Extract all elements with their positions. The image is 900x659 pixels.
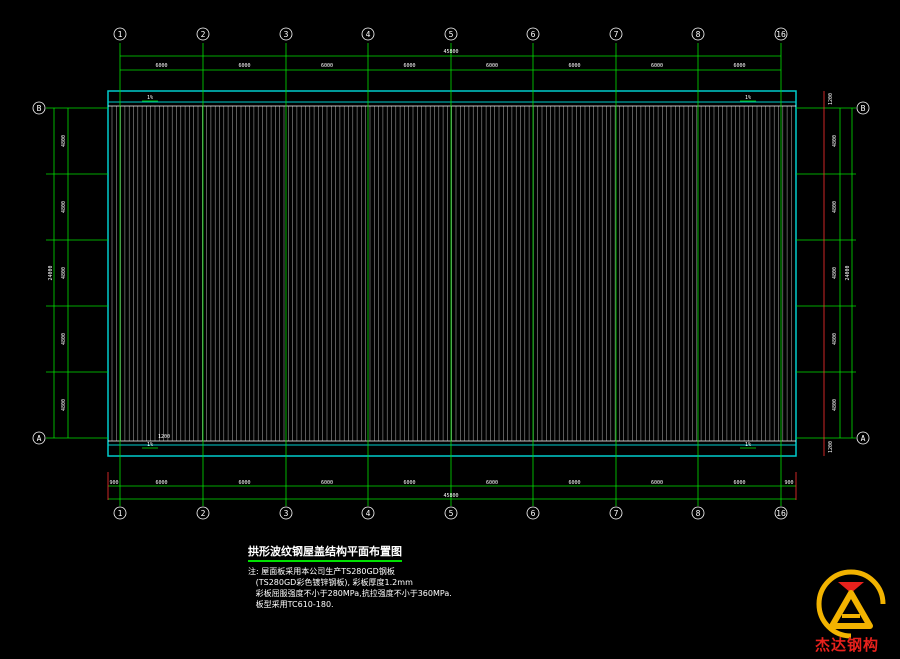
grid-bubble-bottom-circle — [113, 506, 127, 520]
row-bubble-right-bottom-label: A — [861, 434, 866, 443]
grid-bubble-top-circle — [444, 27, 458, 41]
top-dim-text: 6000 — [155, 63, 167, 69]
grid-bubble-bottom-circle — [444, 506, 458, 520]
grid-bubble-top-label: 5 — [449, 30, 454, 39]
row-bubble-right-bottom-circle — [856, 431, 870, 445]
side-edge-top-text: 1200 — [828, 93, 834, 105]
row-bubble-right-top-circle — [856, 101, 870, 115]
grid-bubble-top-circle — [361, 27, 375, 41]
top-dim-text: 6000 — [486, 63, 498, 69]
top-dim-text: 6000 — [651, 63, 663, 69]
grid-bubble-bottom-circle — [196, 506, 210, 520]
row-bubble-right-top-label: B — [861, 104, 866, 113]
grid-bubble-bottom-label: 1 — [118, 509, 123, 518]
right-dim-text: 4800 — [832, 399, 838, 411]
left-dim-text: 4800 — [61, 201, 67, 213]
grid-bubble-top-label: 4 — [366, 30, 371, 39]
bottom-dim-text: 6000 — [238, 480, 250, 486]
grid-bubble-top-label: 6 — [531, 30, 536, 39]
grid-lines — [46, 43, 856, 506]
grid-bubble-top-label: 7 — [614, 30, 619, 39]
company-logo-text: 杰达钢构 — [815, 636, 880, 654]
slope-mark-text: 1% — [745, 442, 751, 448]
left-dim-text: 4800 — [61, 333, 67, 345]
grid-bubble-bottom-label: 5 — [449, 509, 454, 518]
dimension-lines: 6000 6000 6000 6000 6000 6000 6000 6000 45800 600… — [48, 49, 853, 500]
grid-bubble-bottom-circle — [609, 506, 623, 520]
left-total-text: 24000 — [48, 265, 54, 280]
grid-bubble-top-label: 1 — [118, 30, 123, 39]
grid-bubble-top-circle — [196, 27, 210, 41]
top-dim-text: 6000 — [733, 63, 745, 69]
bottom-dim-text: 6000 — [486, 480, 498, 486]
bottom-dim-text: 6000 — [651, 480, 663, 486]
row-bubble-left-bottom-label: A — [37, 434, 42, 443]
note-line-4: 板型采用TC610-180. — [248, 600, 334, 609]
grid-bubble-bottom-label: 6 — [531, 509, 536, 518]
grid-bubble-top-label: 8 — [696, 30, 701, 39]
top-dim-text: 6000 — [568, 63, 580, 69]
bottom-dim-text: 6000 — [321, 480, 333, 486]
bottom-dim-text: 6000 — [155, 480, 167, 486]
row-bubble-left-bottom-circle — [32, 431, 46, 445]
bottom-dim-text: 6000 — [403, 480, 415, 486]
bottom-edge-left-text: 900 — [109, 480, 118, 486]
slope-mark-text: 1% — [147, 95, 153, 101]
roof-corrugations — [111, 106, 792, 441]
top-dim-text: 6000 — [238, 63, 250, 69]
bottom-edge-right-text: 900 — [784, 480, 793, 486]
eave-label-text: 1200 — [158, 434, 170, 440]
grid-bubble-bottom-circle — [279, 506, 293, 520]
grid-bubble-top-circle — [691, 27, 705, 41]
bottom-total-text: 45800 — [443, 493, 458, 499]
grid-bubble-top-circle — [279, 27, 293, 41]
note-line-3: 彩板屈服强度不小于280MPa,抗拉强度不小于360MPa. — [248, 589, 452, 598]
right-dim-text: 4800 — [832, 135, 838, 147]
grid-bubble-top-label: 2 — [201, 30, 206, 39]
row-bubble-left-top-label: B — [37, 104, 42, 113]
bottom-dim-text: 6000 — [568, 480, 580, 486]
top-dim-text: 6000 — [321, 63, 333, 69]
right-dim-text: 4800 — [832, 267, 838, 279]
grid-bubble-top-circle — [113, 27, 127, 41]
right-dim-text: 4800 — [832, 201, 838, 213]
grid-bubble-bottom-circle — [691, 506, 705, 520]
grid-bubble-top-circle — [526, 27, 540, 41]
top-dim-text: 6000 — [403, 63, 415, 69]
grid-bubble-bottom-circle — [526, 506, 540, 520]
left-dim-text: 4800 — [61, 267, 67, 279]
grid-bubble-top-label: 3 — [284, 30, 289, 39]
drawing-title: 拱形波纹钢屋盖结构平面布置图 — [248, 543, 402, 562]
top-total-text: 45800 — [443, 49, 458, 55]
right-total-text: 24000 — [845, 265, 851, 280]
row-bubble-left-top-circle — [32, 101, 46, 115]
slope-mark-text: 1% — [745, 95, 751, 101]
bottom-dim-text: 6000 — [733, 480, 745, 486]
drawing-notes: 拱形波纹钢屋盖结构平面布置图 注: 屋面板采用本公司生产TS280GD钢板 (T… — [248, 540, 452, 610]
grid-bubble-bottom-label: 2 — [201, 509, 206, 518]
grid-bubble-bottom-label: 8 — [696, 509, 701, 518]
note-line-2: (TS280GD彩色镀锌钢板), 彩板厚度1.2mm — [248, 578, 413, 587]
left-dim-text: 4800 — [61, 135, 67, 147]
note-line-1: 注: 屋面板采用本公司生产TS280GD钢板 — [248, 567, 395, 576]
company-logo — [816, 569, 886, 639]
grid-bubble-top-circle — [774, 27, 788, 41]
grid-bubble-bottom-label: 4 — [366, 509, 371, 518]
grid-bubble-bottom-label: 16 — [776, 509, 786, 518]
grid-bubble-top-circle — [609, 27, 623, 41]
grid-bubble-bottom-label: 7 — [614, 509, 619, 518]
grid-bubble-bottom-circle — [774, 506, 788, 520]
roof-outline — [107, 90, 797, 457]
roof-frame — [107, 90, 797, 457]
right-dim-text: 4800 — [832, 333, 838, 345]
side-edge-bottom-text: 1200 — [828, 441, 834, 453]
grid-bubble-top-label: 16 — [776, 30, 786, 39]
grid-bubble-bottom-circle — [361, 506, 375, 520]
grid-bubble-bottom-label: 3 — [284, 509, 289, 518]
slope-mark-text: 1% — [147, 442, 153, 448]
left-dim-text: 4800 — [61, 399, 67, 411]
